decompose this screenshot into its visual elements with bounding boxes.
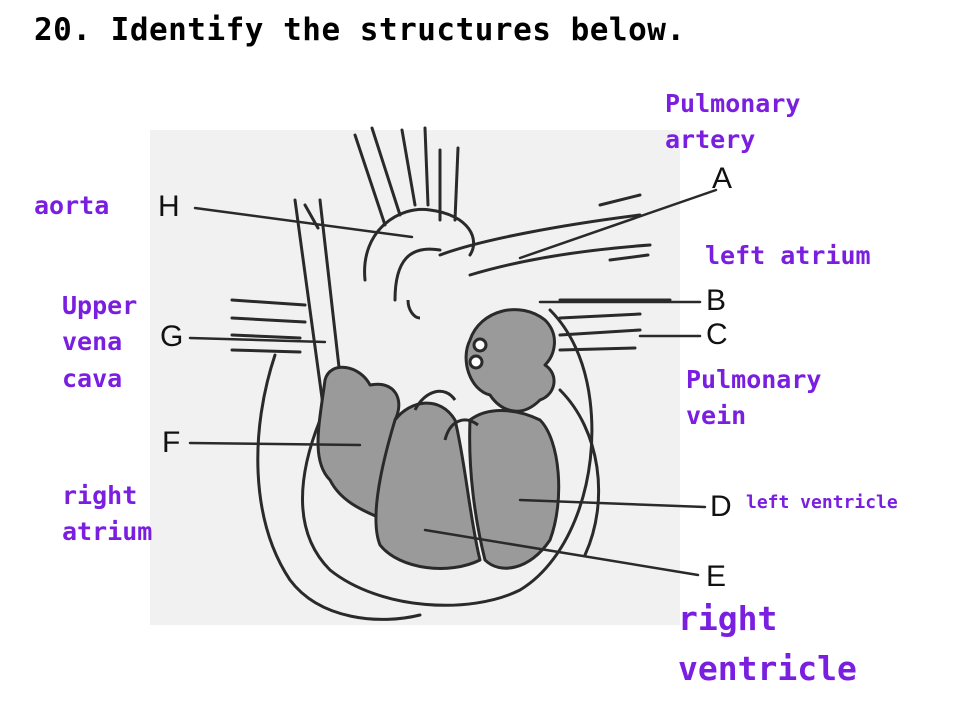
answer-upper-vena-cava: Upper vena cava bbox=[62, 291, 138, 393]
answer-left-ventricle: left ventricle bbox=[746, 492, 898, 513]
letter-c: C bbox=[706, 318, 728, 351]
letter-d: D bbox=[710, 490, 732, 523]
letter-e: E bbox=[706, 560, 727, 593]
letter-b: B bbox=[706, 284, 727, 317]
valves bbox=[406, 299, 488, 441]
question-title: 20. Identify the structures below. bbox=[34, 12, 686, 48]
letter-f: F bbox=[162, 426, 181, 459]
answer-right-atrium: right atrium bbox=[62, 481, 153, 547]
answer-aorta: aorta bbox=[34, 191, 110, 220]
answer-left-atrium: left atrium bbox=[705, 241, 871, 270]
letter-h: H bbox=[158, 190, 180, 223]
leader-lines bbox=[188, 188, 718, 577]
answer-pulmonary-vein: Pulmonary vein bbox=[686, 365, 822, 431]
answer-right-ventricle: right ventricle bbox=[678, 599, 857, 688]
letter-a: A bbox=[712, 162, 733, 195]
letter-g: G bbox=[160, 320, 184, 353]
heart-chambers bbox=[316, 308, 561, 570]
answer-pulmonary-artery: Pulmonary artery bbox=[665, 89, 801, 155]
